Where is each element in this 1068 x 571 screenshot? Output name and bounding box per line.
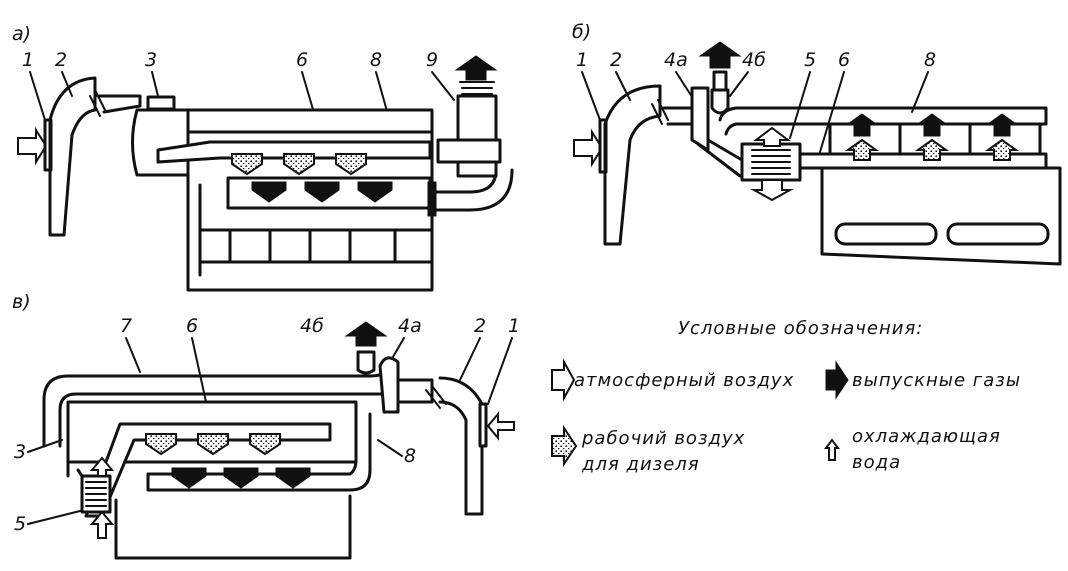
legend-working-air-1: рабочий воздух bbox=[581, 428, 745, 449]
muffler-a bbox=[456, 94, 498, 178]
leader-a1 bbox=[29, 71, 46, 121]
working-air-arrow bbox=[231, 153, 263, 176]
coolant-arrow-c bbox=[89, 456, 115, 477]
compressor-a bbox=[131, 108, 190, 177]
legend-working-air-2: для дизеля bbox=[581, 454, 700, 475]
exhaust-arrow bbox=[304, 181, 340, 203]
leader-a9 bbox=[431, 71, 455, 101]
exhaust-arrow bbox=[275, 467, 311, 489]
legend-atmospheric-air-icon bbox=[551, 358, 576, 402]
panel-c-label-6: 6 bbox=[186, 315, 198, 337]
working-air-arrow bbox=[335, 153, 367, 176]
panel-b-letter: б) bbox=[572, 21, 591, 43]
exhaust-up-arrow bbox=[986, 113, 1018, 137]
atm-air-arrow-b bbox=[573, 128, 604, 168]
coolant-arrow-b bbox=[753, 126, 791, 147]
engine-block-b bbox=[820, 166, 1062, 266]
exhaust-valve-a bbox=[427, 181, 437, 217]
panel-c-label-3: 3 bbox=[14, 441, 26, 463]
legend-title: Условные обозначения: bbox=[678, 318, 923, 339]
exhaust-arrow bbox=[251, 181, 287, 203]
intake-elbow-b bbox=[603, 84, 662, 246]
working-air-arrow bbox=[249, 433, 281, 456]
panel-c-label-5: 5 bbox=[14, 513, 26, 535]
atm-air-arrow-c bbox=[486, 411, 515, 441]
legend-coolant-1: охлаждающая bbox=[852, 426, 1001, 447]
exhaust-arrow bbox=[171, 467, 207, 489]
panel-b-label-5: 5 bbox=[804, 49, 816, 71]
intake-pipe-a bbox=[96, 94, 142, 114]
intake-elbow-c bbox=[438, 376, 484, 516]
air-filter-c bbox=[478, 402, 488, 448]
working-air-arrow bbox=[197, 433, 229, 456]
panel-a-letter: а) bbox=[12, 23, 31, 45]
legend-exhaust-gases: выпускные газы bbox=[852, 370, 1021, 391]
exhaust-out-arrow-a bbox=[454, 55, 498, 81]
exhaust-up-arrow bbox=[916, 113, 948, 137]
exhaust-out-arrow-b bbox=[698, 41, 742, 69]
legend-exhaust-icon bbox=[825, 360, 849, 400]
exhaust-arrow bbox=[223, 467, 259, 489]
panel-c-label-4b: 4б bbox=[300, 315, 324, 337]
compressor-top-a bbox=[146, 95, 176, 111]
engine-block-c bbox=[114, 494, 352, 560]
turbine-4b-b bbox=[710, 88, 730, 115]
compressor-4a-b bbox=[690, 86, 710, 152]
panel-b-label-6: 6 bbox=[838, 49, 850, 71]
panel-c-label-1: 1 bbox=[508, 315, 520, 337]
legend: Условные обозначения: атмосферный воздух… bbox=[551, 318, 1021, 475]
atm-air-arrow-a bbox=[17, 126, 48, 166]
working-air-up-arrow bbox=[984, 138, 1020, 161]
working-air-arrow bbox=[145, 433, 177, 456]
exhaust-up-arrow bbox=[846, 113, 878, 137]
panel-b-label-1: 1 bbox=[576, 49, 588, 71]
working-air-arrow bbox=[283, 153, 315, 176]
turbine-4b-c bbox=[356, 350, 376, 375]
exhaust-out-arrow-c bbox=[344, 321, 388, 347]
legend-atmospheric-air: атмосферный воздух bbox=[574, 370, 794, 391]
panel-c-label-7: 7 bbox=[120, 315, 132, 337]
panel-b-label-2: 2 bbox=[610, 49, 622, 71]
panel-b: б) 1 2 4а 4б 5 6 8 bbox=[572, 21, 1062, 266]
working-air-up-arrow bbox=[914, 138, 950, 161]
panel-a-label-3: 3 bbox=[145, 49, 157, 71]
intake-manifold-c bbox=[84, 422, 332, 518]
panel-a-label-1: 1 bbox=[22, 49, 34, 71]
panel-a-label-6: 6 bbox=[296, 49, 308, 71]
panel-c-label-8: 8 bbox=[404, 445, 416, 467]
working-air-up-arrow bbox=[844, 138, 880, 161]
legend-working-air-icon bbox=[551, 424, 578, 468]
panel-c-label-2: 2 bbox=[474, 315, 486, 337]
exhaust-arrow bbox=[357, 181, 393, 203]
compressor-4a-c bbox=[378, 356, 400, 414]
panel-a: а) 1 2 3 6 8 9 bbox=[12, 23, 514, 292]
legend-coolant-2: вода bbox=[852, 452, 901, 473]
legend-coolant-icon bbox=[824, 438, 840, 461]
exhaust-manifold-b bbox=[718, 106, 1048, 136]
intake-elbow-a bbox=[48, 76, 97, 237]
panel-a-label-2: 2 bbox=[55, 49, 67, 71]
panel-a-label-9: 9 bbox=[426, 49, 438, 71]
leader-a2 bbox=[61, 71, 73, 97]
panel-b-label-4b: 4б bbox=[742, 49, 766, 71]
exhaust-manifold-c bbox=[146, 412, 372, 492]
panel-b-label-8: 8 bbox=[924, 49, 936, 71]
panel-b-label-4a: 4а bbox=[664, 49, 688, 71]
panel-c-label-4a: 4а bbox=[398, 315, 422, 337]
panel-c-letter: в) bbox=[12, 291, 31, 313]
panel-a-label-8: 8 bbox=[370, 49, 382, 71]
panel-c: в) 7 6 4б 4а 2 1 3 5 8 bbox=[12, 291, 520, 560]
